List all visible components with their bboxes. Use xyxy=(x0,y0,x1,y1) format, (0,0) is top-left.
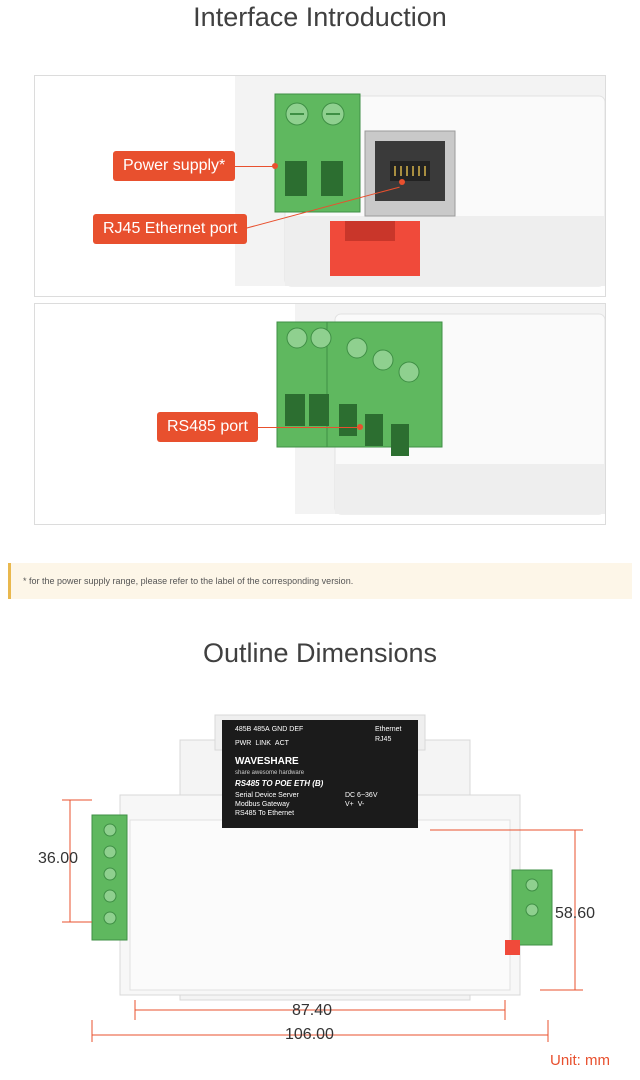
label-line3: RS485 To Ethernet xyxy=(235,810,295,817)
rj45-label: RJ45 xyxy=(375,736,392,743)
rs485-leader-dot xyxy=(357,424,363,430)
pin-def: DEF xyxy=(289,726,304,733)
power-leader-dot xyxy=(272,163,278,169)
outline-drawing xyxy=(62,714,583,1042)
dim-inner-width: 87.40 xyxy=(292,1002,333,1019)
rj45-leader-dot xyxy=(399,179,405,185)
interface-title: Interface Introduction xyxy=(193,2,447,32)
v-pin-labels: V+ V- xyxy=(345,800,364,809)
power-supply-callout: Power supply* xyxy=(113,151,236,181)
led-link: LINK xyxy=(255,740,271,747)
device-label: 485B 485A GND DEF PWR LINK ACT WAVESHARE… xyxy=(235,725,415,825)
power-leader-line xyxy=(235,166,275,167)
rj45-callout: RJ45 Ethernet port xyxy=(93,214,248,244)
pin-v-minus: V- xyxy=(357,801,365,808)
dim-body-height: 58.60 xyxy=(555,905,596,922)
dim-total-width: 106.00 xyxy=(285,1026,334,1043)
rs485-callout: RS485 port xyxy=(157,412,258,442)
led-labels: PWR LINK ACT xyxy=(235,739,289,748)
dim-terminal-height: 36.00 xyxy=(38,850,79,867)
power-range-label: DC 6~36V xyxy=(345,792,378,799)
device-top-illustration xyxy=(235,76,605,287)
unit-label: Unit: mm xyxy=(550,1052,610,1069)
brand-label: WAVESHARE xyxy=(235,756,299,767)
pin-485b: 485B xyxy=(235,726,252,733)
outline-title: Outline Dimensions xyxy=(202,638,438,668)
label-line2: Modbus Gateway xyxy=(235,801,290,808)
pin-labels: 485B 485A GND DEF xyxy=(235,725,303,734)
model-label: RS485 TO POE ETH (B) xyxy=(235,779,324,788)
ethernet-label: Ethernet xyxy=(375,726,402,733)
tagline-label: share awesome hardware xyxy=(235,770,305,776)
pin-485a: 485A xyxy=(253,726,270,733)
rs485-leader-line xyxy=(240,427,360,428)
power-range-note: * for the power supply range, please ref… xyxy=(8,563,632,599)
panel-rs485: RS485 port xyxy=(34,303,606,525)
led-act: ACT xyxy=(274,740,289,747)
pin-gnd: GND xyxy=(271,726,288,733)
panel-power-rj45: Power supply* RJ45 Ethernet port xyxy=(34,75,606,297)
led-pwr: PWR xyxy=(235,740,252,747)
pin-v-plus: V+ xyxy=(345,801,354,808)
label-line1: Serial Device Server xyxy=(235,792,299,799)
device-side-illustration xyxy=(276,304,605,515)
